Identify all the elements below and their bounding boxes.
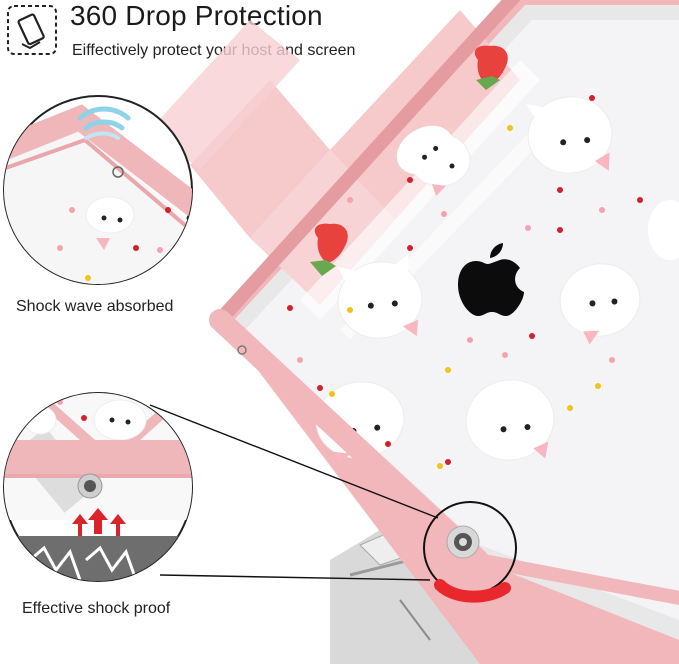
strawberry-icon xyxy=(310,45,508,276)
tablet-case xyxy=(150,0,679,664)
shock-absorb-detail xyxy=(3,95,193,285)
impact-zoom-circle xyxy=(423,501,517,603)
drop-phone-icon-wrap xyxy=(6,4,58,56)
apple-logo-icon xyxy=(458,243,524,316)
confetti-dots xyxy=(287,95,643,469)
shock-wave-icon xyxy=(77,106,131,140)
drop-phone-icon xyxy=(7,5,57,55)
impact-detail xyxy=(3,392,193,582)
page-title: 360 Drop Protection xyxy=(70,0,323,31)
callout-lines xyxy=(149,404,439,581)
caption-shock-wave: Shock wave absorbed xyxy=(16,298,174,315)
caption-shock-proof: Effective shock proof xyxy=(22,600,171,617)
port-icon xyxy=(77,473,103,499)
port-icon xyxy=(446,525,480,559)
impact-arrows-icon xyxy=(72,508,126,536)
